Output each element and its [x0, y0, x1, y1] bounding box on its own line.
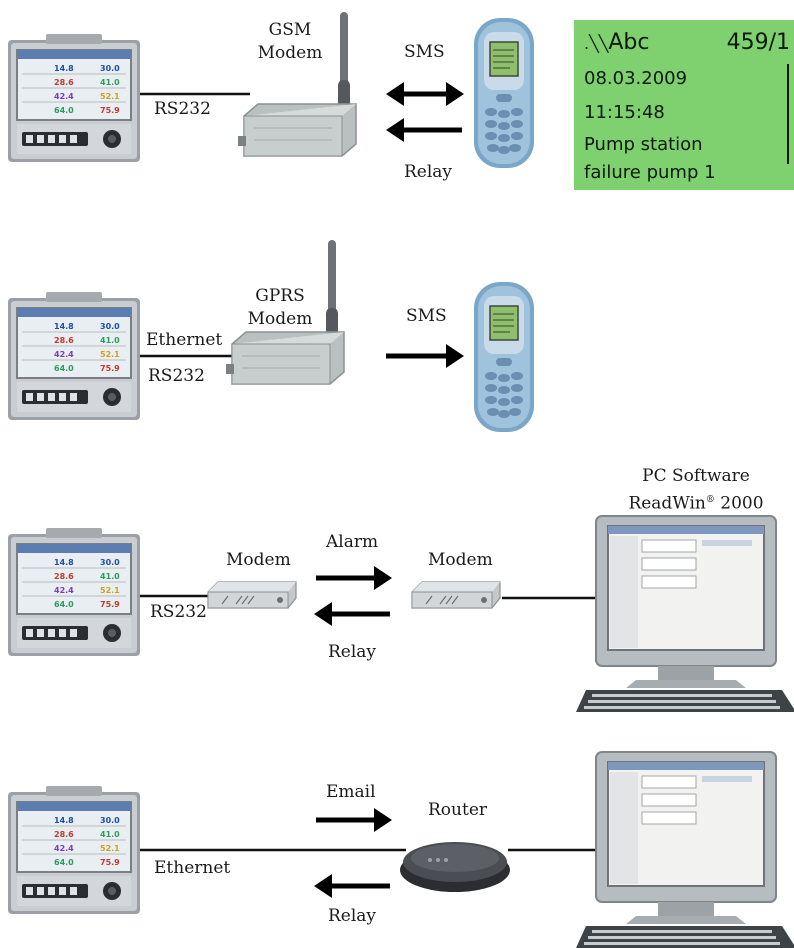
- signal-icon: .╲╲: [584, 34, 609, 53]
- gprs-modem-label: GPRS Modem: [230, 286, 330, 329]
- relay-arrow-left-4: [314, 874, 390, 898]
- reading-right-1: 30.0: [100, 816, 120, 825]
- reading-right-3: 52.1: [100, 92, 120, 101]
- reading-right-1: 30.0: [100, 558, 120, 567]
- reading-right-4: 75.9: [100, 364, 120, 373]
- reading-right-4: 75.9: [100, 600, 120, 609]
- interface-label-ethernet-2: Ethernet: [146, 330, 223, 350]
- reading-right-4: 75.9: [100, 858, 120, 867]
- relay-label-1: Relay: [404, 162, 453, 182]
- pc-software-label-line2: ReadWin® 2000: [628, 493, 764, 514]
- lcd-header-text: Abc: [608, 30, 650, 55]
- gsm-modem-label-line2: Modem: [257, 43, 323, 63]
- sms-label-2: SMS: [406, 306, 447, 326]
- pc-computer-2: [575, 751, 794, 948]
- connection-line-3: [140, 594, 212, 598]
- reading-right-2: 41.0: [100, 572, 120, 581]
- reading-right-3: 52.1: [100, 844, 120, 853]
- reading-left-3: 42.4: [54, 844, 74, 853]
- email-arrow-right: [316, 808, 392, 832]
- interface-label-ethernet-4: Ethernet: [154, 858, 231, 878]
- lcd-message-line1: Pump station: [584, 134, 703, 155]
- connection-line-1: [140, 92, 250, 96]
- reading-left-1: 14.8: [54, 558, 74, 567]
- reading-right-3: 52.1: [100, 586, 120, 595]
- alarm-arrow-right: [316, 566, 392, 590]
- reading-right-2: 41.0: [100, 78, 120, 87]
- lcd-time: 11:15:48: [584, 102, 665, 123]
- sms-arrow-right: [386, 344, 464, 368]
- lcd-header: .╲╲Abc 459/1: [584, 30, 790, 57]
- lcd-header-counter: 459/1: [726, 30, 790, 55]
- lcd-date: 08.03.2009: [584, 68, 688, 89]
- reading-left-1: 14.8: [54, 816, 74, 825]
- connection-line-4a: [140, 848, 406, 852]
- connection-line-2: [140, 354, 236, 358]
- gsm-modem-label: GSM Modem: [240, 20, 340, 63]
- router-image: [400, 842, 510, 892]
- reading-left-2: 28.6: [54, 830, 74, 839]
- reading-left-3: 42.4: [54, 92, 74, 101]
- email-label: Email: [326, 782, 376, 802]
- relay-label-3: Relay: [328, 642, 377, 662]
- reading-left-4: 64.0: [54, 364, 74, 373]
- reading-right-1: 30.0: [100, 64, 120, 73]
- reading-right-1: 30.0: [100, 322, 120, 331]
- alarm-label: Alarm: [326, 532, 379, 552]
- interface-label-rs232-2: RS232: [148, 366, 205, 386]
- gsm-modem-label-line1: GSM: [268, 20, 312, 40]
- bidirectional-arrow: [386, 82, 464, 106]
- sms-label-1: SMS: [404, 42, 445, 62]
- right-modem-label: Modem: [428, 550, 493, 570]
- reading-left-1: 14.8: [54, 64, 74, 73]
- reading-right-2: 41.0: [100, 830, 120, 839]
- reading-left-2: 28.6: [54, 572, 74, 581]
- relay-label-4: Relay: [328, 906, 377, 926]
- reading-left-2: 28.6: [54, 78, 74, 87]
- reading-right-4: 75.9: [100, 106, 120, 115]
- interface-label-rs232-1: RS232: [154, 99, 211, 119]
- gprs-modem-label-line1: GPRS: [255, 286, 305, 306]
- interface-label-rs232-3: RS232: [150, 602, 207, 622]
- left-modem-image: [207, 581, 297, 609]
- reading-left-2: 28.6: [54, 336, 74, 345]
- relay-arrow-left-1: [386, 118, 462, 142]
- lcd-display: .╲╲Abc 459/1 08.03.2009 11:15:48 Pump st…: [574, 20, 794, 190]
- mobile-phone-2: [473, 281, 535, 433]
- right-modem-image: [411, 581, 501, 609]
- pc-software-label-line1: PC Software: [642, 466, 750, 486]
- router-label: Router: [428, 800, 488, 820]
- reading-left-4: 64.0: [54, 858, 74, 867]
- reading-left-4: 64.0: [54, 106, 74, 115]
- lcd-scroll-bar: [787, 64, 792, 164]
- mobile-phone-1: [473, 17, 535, 169]
- relay-arrow-left-3: [314, 602, 390, 626]
- reading-left-3: 42.4: [54, 350, 74, 359]
- gprs-modem-label-line2: Modem: [247, 309, 313, 329]
- lcd-message-line2: failure pump 1: [584, 162, 716, 183]
- reading-left-3: 42.4: [54, 586, 74, 595]
- reading-left-4: 64.0: [54, 600, 74, 609]
- left-modem-label: Modem: [226, 550, 291, 570]
- reading-right-2: 41.0: [100, 336, 120, 345]
- reading-left-1: 14.8: [54, 322, 74, 331]
- gprs-modem-image: [225, 239, 345, 385]
- reading-right-3: 52.1: [100, 350, 120, 359]
- pc-computer-1: [575, 515, 794, 713]
- pc-software-label: PC Software ReadWin® 2000: [596, 466, 794, 514]
- gsm-modem-image: [237, 11, 357, 157]
